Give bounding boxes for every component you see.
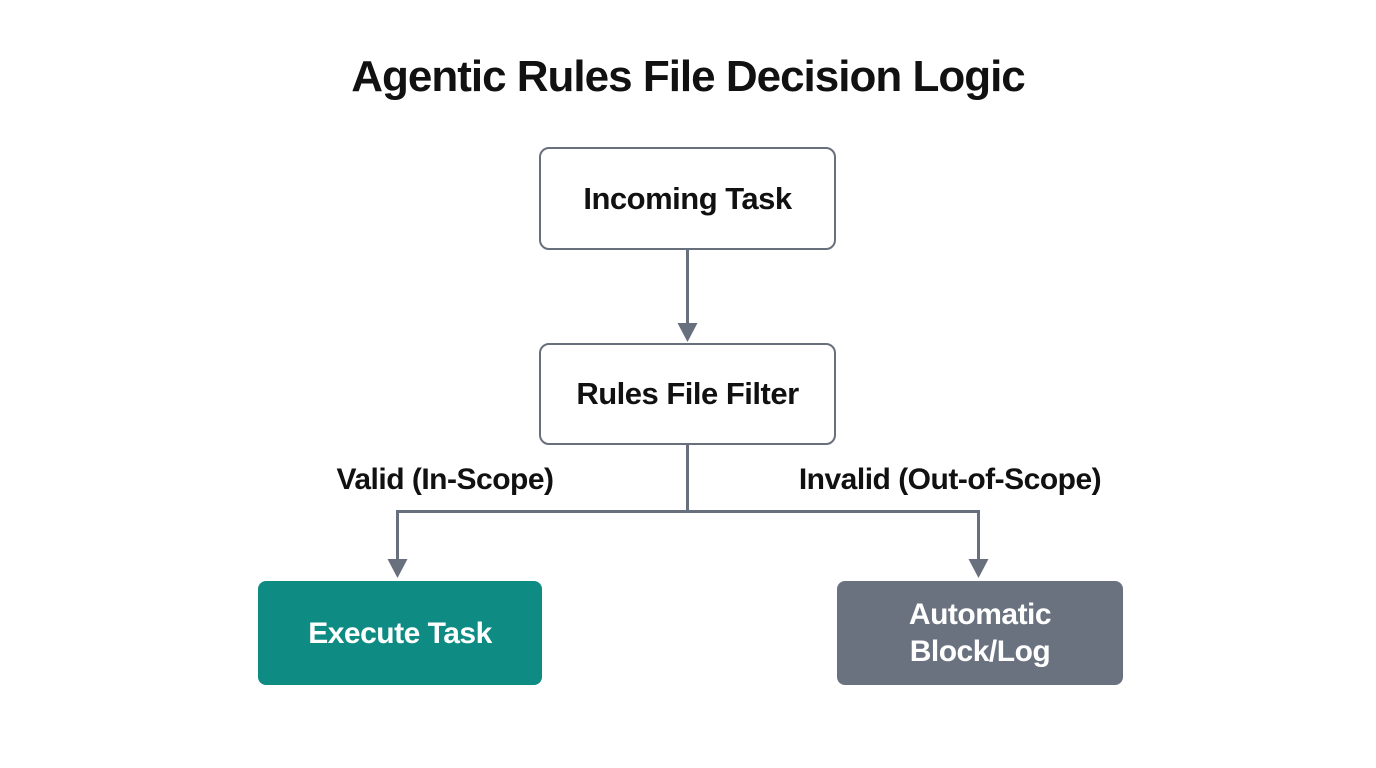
node-automatic-block-log-line2: Block/Log — [909, 635, 1051, 668]
arrowhead-down-icon — [387, 559, 408, 578]
node-incoming-task: Incoming Task — [539, 147, 836, 250]
node-rules-file-filter-label: Rules File Filter — [576, 376, 799, 411]
arrowhead-down-icon — [677, 323, 698, 342]
node-execute-task-label: Execute Task — [308, 616, 492, 650]
connector-branch-elbow — [396, 510, 980, 561]
diagram-title: Agentic Rules File Decision Logic — [351, 52, 1026, 101]
node-incoming-task-label: Incoming Task — [583, 180, 792, 216]
node-automatic-block-log-line1: Automatic — [908, 598, 1052, 631]
branch-label-invalid: Invalid (Out-of-Scope) — [798, 463, 1102, 496]
branch-label-valid: Valid (In-Scope) — [336, 463, 554, 496]
node-execute-task: Execute Task — [258, 581, 542, 685]
node-rules-file-filter: Rules File Filter — [539, 343, 836, 445]
node-automatic-block-log: Automatic Block/Log — [837, 581, 1123, 685]
arrowhead-down-icon — [968, 559, 989, 578]
